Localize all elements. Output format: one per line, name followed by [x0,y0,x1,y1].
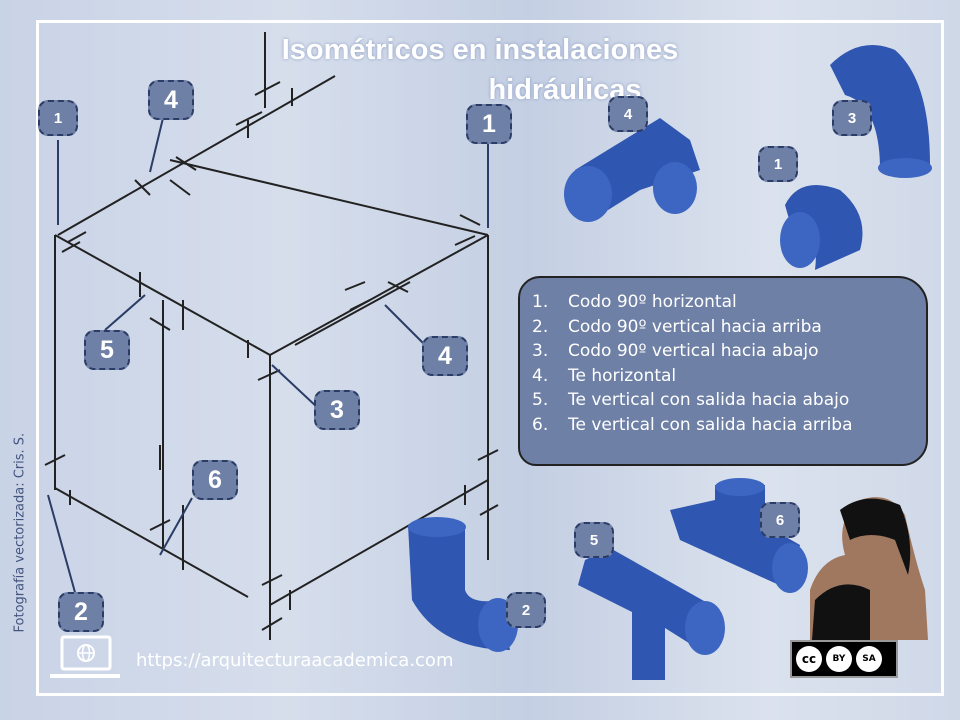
diagram-label-2: 2 [58,592,104,632]
fitting-label-5: 5 [574,522,614,558]
legend-item: 2. Codo 90º vertical hacia arriba [532,315,853,340]
legend-item: 6. Te vertical con salida hacia arriba [532,413,853,438]
legend-item: 1. Codo 90º horizontal [532,290,853,315]
legend-number: 1. [532,292,549,312]
photo-credit: Fotografía vectorizada: Cris. S. [12,432,28,633]
legend-item: 4. Te horizontal [532,364,853,389]
speech-bubble [518,276,928,466]
diagram-label-4: 4 [422,336,468,376]
pipe-fittings [408,45,932,680]
cc-icon: cc [796,646,822,672]
sa-icon: SA [856,646,882,672]
legend-number: 4. [532,365,549,386]
fitting-label-3: 3 [832,100,872,136]
legend-number: 6. [532,414,549,435]
legend-text: Te vertical con salida hacia abajo [568,390,850,410]
legend-number: 3. [532,341,549,361]
legend-item: 5. Te vertical con salida hacia abajo [532,388,853,413]
legend-text: Te vertical con salida hacia arriba [568,414,853,435]
person-illustration [810,497,928,640]
fittings-legend: 1. Codo 90º horizontal 2. Codo 90º vertica… [532,290,853,437]
diagram-label-1: 1 [38,100,78,136]
fitting-label-2: 2 [506,592,546,628]
fitting-label-1: 1 [758,146,798,182]
legend-text: Codo 90º vertical hacia abajo [568,341,819,361]
legend-text: Te horizontal [568,365,677,386]
legend-text: Codo 90º horizontal [568,292,737,312]
title-line-1: Isométricos en instalaciones [281,34,679,66]
by-icon: BY [826,646,852,672]
diagram-label-1: 1 [466,104,512,144]
website-link[interactable]: https://arquitecturaacademica.com [136,650,454,671]
cc-license-badge[interactable]: cc BY SA [790,640,898,678]
fitting-label-4: 4 [608,96,648,132]
fitting-label-6: 6 [760,502,800,538]
legend-text: Codo 90º vertical hacia arriba [568,316,822,337]
laptop-globe-icon [50,635,120,678]
legend-number: 5. [532,390,549,410]
diagram-label-3: 3 [314,390,360,430]
legend-number: 2. [532,316,549,337]
diagram-label-5: 5 [84,330,130,370]
legend-item: 3. Codo 90º vertical hacia abajo [532,339,853,364]
diagram-label-6: 6 [192,460,238,500]
diagram-label-4: 4 [148,80,194,120]
white-frame [36,20,944,696]
page-title: Isométricos en instalaciones hidráulicas [230,30,730,110]
